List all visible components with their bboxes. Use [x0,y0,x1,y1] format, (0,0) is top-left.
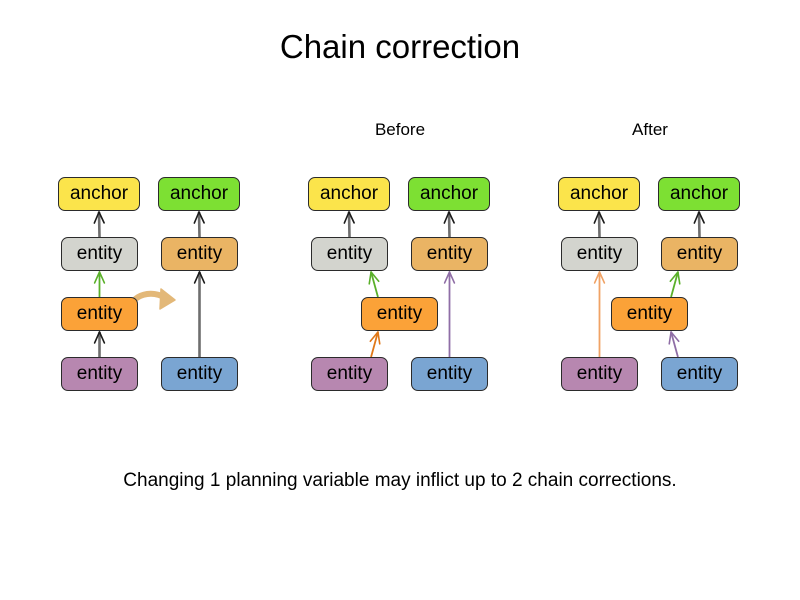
node-label: entity [426,243,473,264]
node-label: entity [626,303,673,324]
edge-original-1 [93,211,105,238]
node-after-anchor-1[interactable]: anchor [558,177,640,211]
node-label: anchor [169,183,229,204]
node-label: entity [76,363,123,384]
node-after-entity-6[interactable]: entity [561,357,638,391]
edge-before-5 [443,271,456,357]
node-after-entity-7[interactable]: entity [661,357,738,391]
node-label: entity [376,303,423,324]
node-label: anchor [669,183,729,204]
node-original-entity-6[interactable]: entity [61,357,138,391]
node-before-entity-5[interactable]: entity [361,297,438,331]
edge-original-2 [193,211,205,238]
edge-after-1 [593,211,605,238]
node-original-anchor-2[interactable]: anchor [158,177,240,211]
node-after-anchor-2[interactable]: anchor [658,177,740,211]
edge-after-2 [693,211,705,238]
edge-before-3 [368,271,380,298]
node-label: entity [576,363,623,384]
node-before-anchor-1[interactable]: anchor [308,177,390,211]
node-label: anchor [69,183,129,204]
node-label: entity [76,303,123,324]
node-original-entity-3[interactable]: entity [61,237,138,271]
node-before-entity-7[interactable]: entity [411,357,488,391]
node-label: entity [676,243,723,264]
node-original-entity-4[interactable]: entity [161,237,238,271]
node-label: entity [676,363,723,384]
edge-original-3 [93,271,106,297]
node-label: entity [76,243,123,264]
page-title: Chain correction [279,28,521,65]
node-label: entity [176,243,223,264]
node-label: entity [326,363,373,384]
node-label: entity [426,363,473,384]
node-after-entity-5[interactable]: entity [611,297,688,331]
node-before-entity-4[interactable]: entity [411,237,488,271]
node-label: entity [176,363,223,384]
node-original-entity-7[interactable]: entity [161,357,238,391]
node-before-entity-6[interactable]: entity [311,357,388,391]
node-label: anchor [569,183,629,204]
node-label: entity [576,243,623,264]
edge-before-4 [369,331,381,358]
node-before-entity-3[interactable]: entity [311,237,388,271]
node-label: anchor [419,183,479,204]
node-label: anchor [319,183,379,204]
node-after-entity-3[interactable]: entity [561,237,638,271]
edge-after-3 [593,271,606,357]
edge-original-5 [193,271,206,357]
node-original-entity-5[interactable]: entity [61,297,138,331]
edge-before-1 [343,211,355,238]
group-label-after: After [632,120,668,139]
node-after-entity-4[interactable]: entity [661,237,738,271]
node-original-anchor-1[interactable]: anchor [58,177,140,211]
edge-original-4 [93,331,106,357]
node-before-anchor-2[interactable]: anchor [408,177,490,211]
node-label: entity [326,243,373,264]
group-label-before: Before [374,120,426,139]
caption-text: Changing 1 planning variable may inflict… [123,470,677,491]
edge-before-2 [443,211,455,238]
edge-after-5 [668,331,680,358]
edge-after-4 [669,271,681,298]
